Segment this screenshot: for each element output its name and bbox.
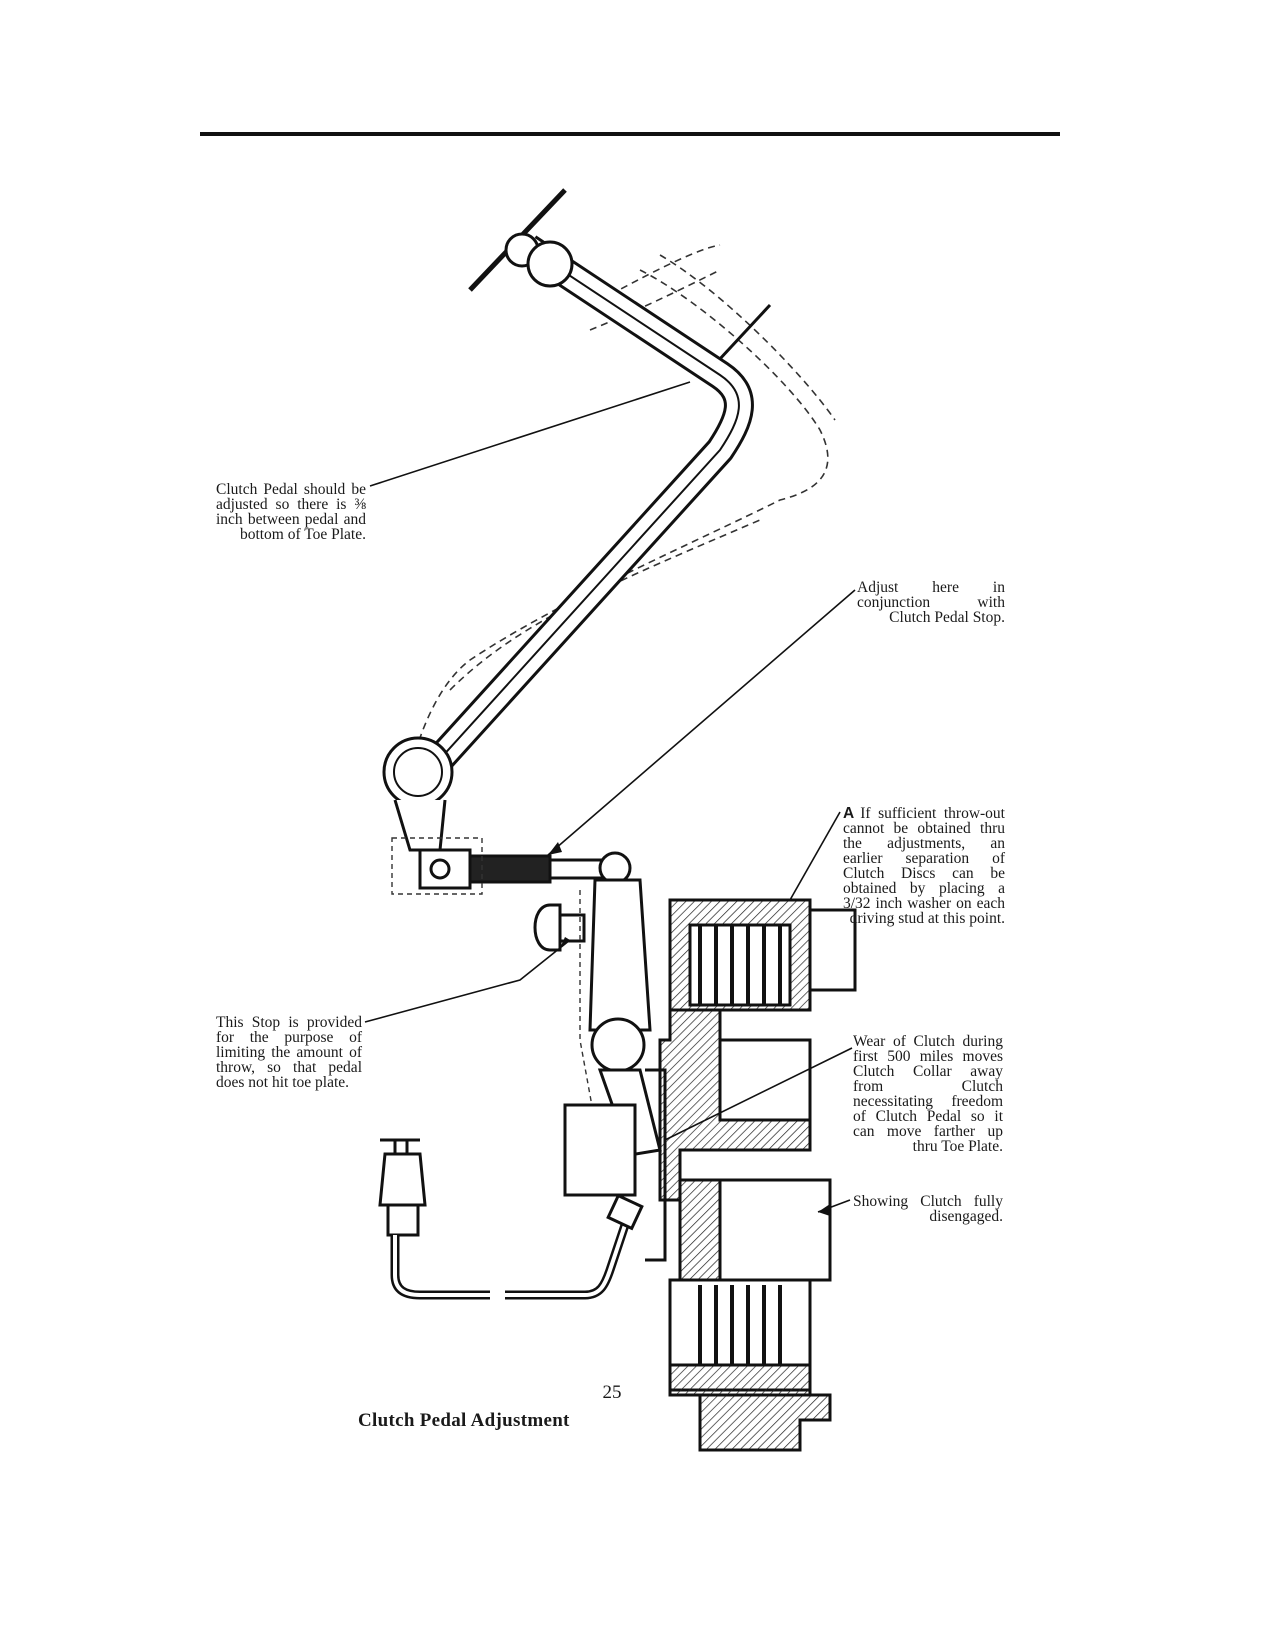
note-a-marker: A — [843, 805, 855, 822]
note-a-text: If sufficient throw-out cannot be obtain… — [843, 805, 1005, 927]
note-clutch-wear: Wear of Clutch during first 500 miles mo… — [853, 1033, 1003, 1155]
note-pedal-stop: This Stop is provided for the purpose of… — [216, 1014, 362, 1091]
figure-caption: Clutch Pedal Adjustment — [358, 1410, 570, 1431]
pedal-stop — [533, 903, 586, 952]
oil-cup — [378, 1138, 644, 1300]
pedal-pad — [504, 232, 574, 288]
note-pedal-clearance: Clutch Pedal should be adjusted so there… — [216, 481, 366, 543]
clutch-assembly — [645, 898, 857, 1452]
page-number: 25 — [602, 1382, 622, 1403]
note-clutch-disengaged: Showing Clutch fully disengaged. — [853, 1193, 1003, 1225]
leader-arrowheads — [548, 842, 830, 1216]
leader-lines — [364, 381, 856, 1213]
pedal-arm — [418, 235, 754, 781]
pivot-hub — [382, 736, 454, 852]
toe-plate — [468, 188, 772, 377]
top-rule — [200, 132, 1060, 136]
adjusting-rod — [418, 848, 632, 890]
note-adjust-here: Adjust here in conjunction with Clutch P… — [857, 579, 1005, 626]
